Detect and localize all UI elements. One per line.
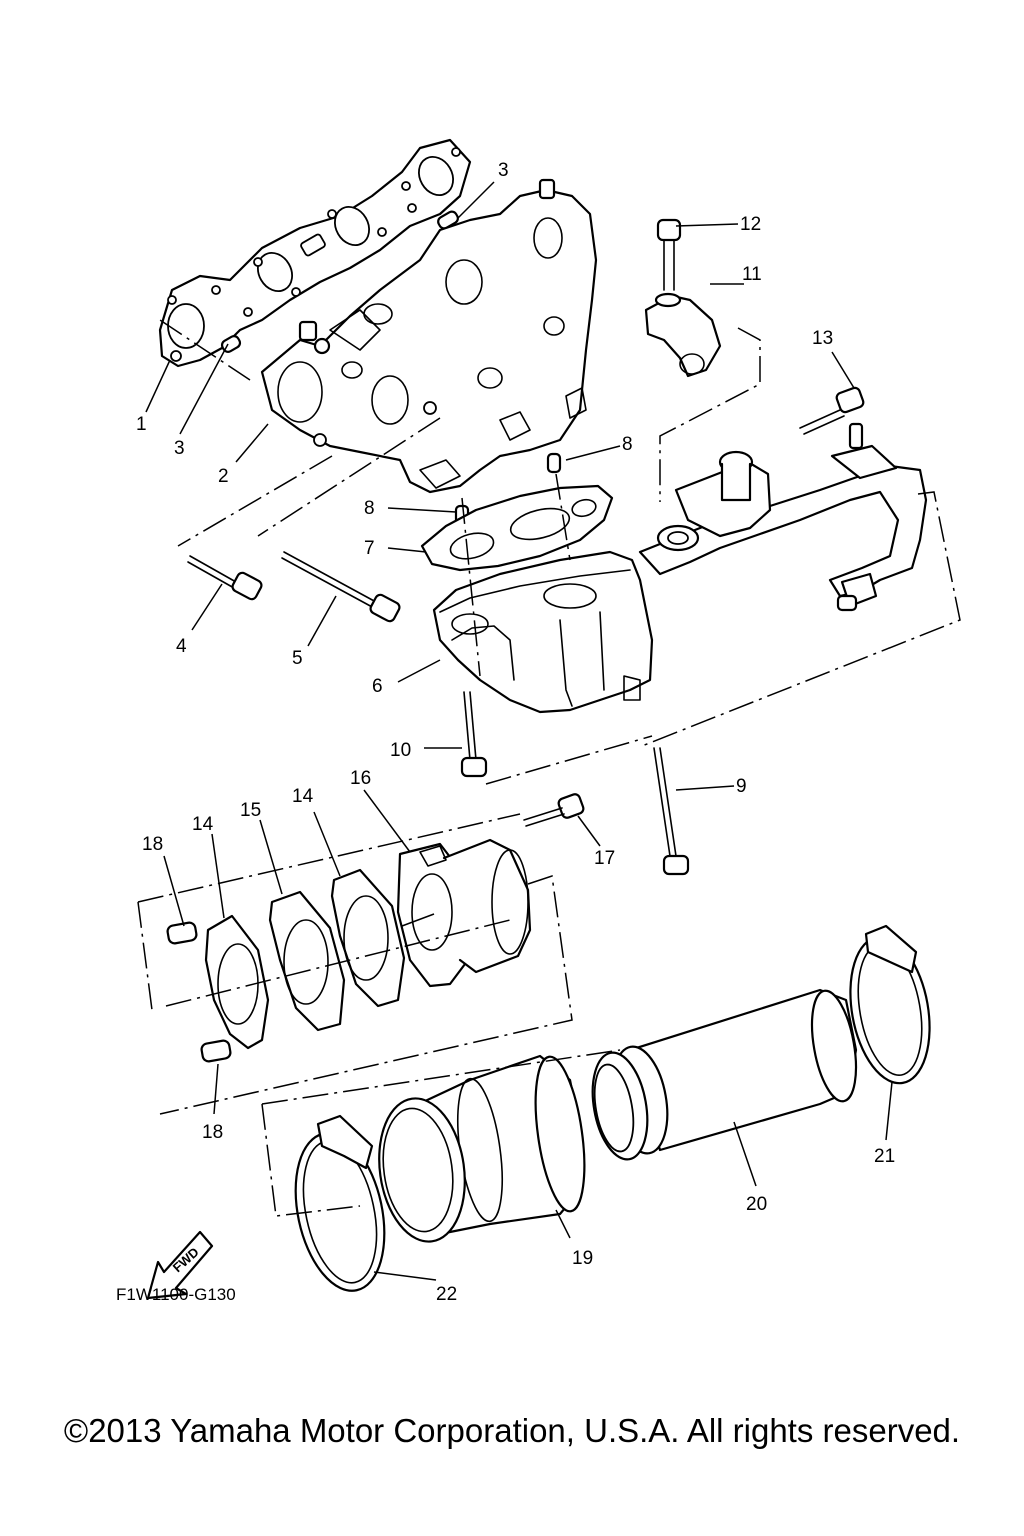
leader-lines bbox=[145, 181, 893, 1281]
exhaust-pipe-20 bbox=[591, 988, 858, 1161]
gasket-14-right bbox=[330, 868, 406, 1008]
callout-16: 16 bbox=[350, 768, 371, 789]
bolt-9 bbox=[653, 747, 690, 876]
callout-6: 6 bbox=[372, 676, 383, 697]
callout-21: 21 bbox=[874, 1146, 895, 1167]
centre-lines bbox=[137, 319, 961, 1217]
bolt-5 bbox=[281, 551, 401, 623]
callout-numbers: 1 2 3 3 4 5 6 7 8 8 9 10 11 12 13 14 14 … bbox=[136, 160, 895, 1305]
dowel-pin-8-upper bbox=[546, 452, 562, 474]
callout-17: 17 bbox=[594, 848, 615, 869]
bracket-11 bbox=[644, 292, 722, 378]
hose-clamp-21 bbox=[849, 924, 931, 1085]
exhaust-manifold bbox=[260, 178, 598, 494]
bolt-12 bbox=[656, 218, 682, 291]
gasket-14-left bbox=[204, 914, 270, 1050]
callout-13: 13 bbox=[812, 328, 833, 349]
callout-1: 1 bbox=[136, 414, 147, 435]
exhaust-joint-16 bbox=[396, 838, 532, 988]
callout-18-lower: 18 bbox=[202, 1122, 223, 1143]
callout-5: 5 bbox=[292, 648, 303, 669]
callout-22: 22 bbox=[436, 1284, 457, 1305]
drawing-code: F1W1100-G130 bbox=[116, 1285, 236, 1304]
collar-18-lower bbox=[200, 1039, 232, 1063]
copyright-notice: ©2013 Yamaha Motor Corporation, U.S.A. A… bbox=[63, 1412, 961, 1449]
callout-8-lower: 8 bbox=[364, 498, 375, 519]
callout-14-right: 14 bbox=[292, 786, 314, 807]
callout-3-upper: 3 bbox=[498, 160, 509, 181]
callout-10: 10 bbox=[390, 740, 411, 761]
exhaust-chamber-gasket bbox=[420, 484, 614, 572]
callout-12: 12 bbox=[740, 214, 761, 235]
callout-20: 20 bbox=[746, 1194, 767, 1215]
callout-8-upper: 8 bbox=[622, 434, 633, 455]
callout-4: 4 bbox=[176, 636, 187, 657]
callout-19: 19 bbox=[572, 1248, 593, 1269]
gasket-15 bbox=[268, 890, 346, 1032]
callout-3-lower: 3 bbox=[174, 438, 185, 459]
rubber-hose-19 bbox=[378, 1054, 586, 1243]
callout-7: 7 bbox=[364, 538, 375, 559]
callout-18-upper: 18 bbox=[142, 834, 163, 855]
callout-11: 11 bbox=[742, 264, 762, 285]
bolt-4 bbox=[187, 555, 263, 601]
hose-clamp-22 bbox=[294, 1114, 386, 1292]
water-pipe-assembly bbox=[638, 422, 928, 612]
callout-9: 9 bbox=[736, 776, 747, 797]
bolt-13 bbox=[799, 386, 865, 435]
callout-2: 2 bbox=[218, 466, 229, 487]
collar-18-upper bbox=[166, 921, 198, 945]
callout-14-left: 14 bbox=[192, 814, 214, 835]
callout-15: 15 bbox=[240, 800, 261, 821]
manifold-gasket bbox=[158, 138, 472, 368]
bolt-10 bbox=[460, 691, 488, 778]
exhaust-chamber bbox=[432, 550, 654, 714]
bolt-17 bbox=[523, 793, 585, 827]
